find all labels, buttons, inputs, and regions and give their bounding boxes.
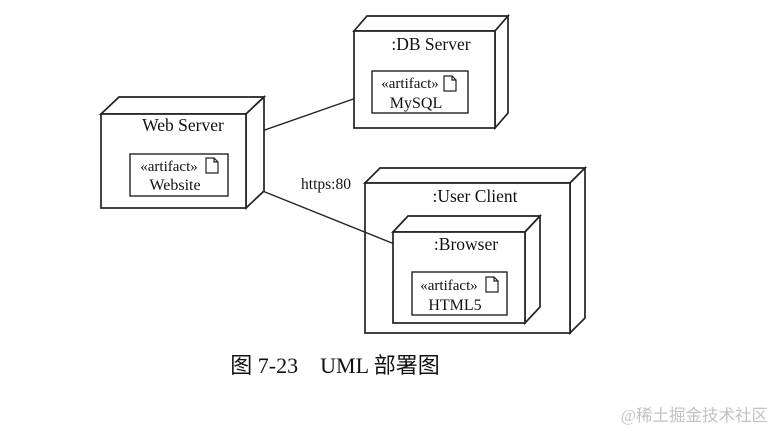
document-icon bbox=[205, 157, 219, 174]
artifact-mysql: «artifact» MySQL bbox=[371, 70, 469, 114]
node-label-web-server: Web Server bbox=[142, 115, 224, 135]
node-label-db-server: :DB Server bbox=[391, 34, 470, 54]
node-top-face bbox=[391, 215, 542, 233]
node-top-face bbox=[362, 167, 588, 184]
artifact-name: Website bbox=[149, 177, 200, 194]
document-icon bbox=[485, 276, 499, 293]
figure-caption: 图 7-23 UML 部署图 bbox=[230, 353, 439, 378]
node-label-user-client: :User Client bbox=[432, 186, 517, 206]
node-top-face bbox=[352, 15, 510, 32]
node-label-browser: :Browser bbox=[434, 234, 498, 254]
document-icon bbox=[443, 75, 457, 92]
watermark: @稀土掘金技术社区 bbox=[621, 406, 768, 425]
node-db-server: :DB Server «artifact» MySQL bbox=[352, 13, 510, 131]
artifact-name: MySQL bbox=[390, 95, 442, 112]
node-browser: :Browser «artifact» HTML5 bbox=[391, 213, 542, 326]
node-right-face bbox=[494, 13, 509, 131]
node-right-face bbox=[245, 95, 265, 210]
artifact-website: «artifact» Website bbox=[129, 153, 229, 197]
artifact-stereotype: «artifact» bbox=[420, 278, 477, 294]
artifact-html5: «artifact» HTML5 bbox=[411, 271, 508, 316]
edge-web-server-to-browser bbox=[259, 189, 398, 246]
edge-label-https-80: https:80 bbox=[301, 176, 351, 193]
artifact-stereotype: «artifact» bbox=[140, 159, 197, 175]
artifact-stereotype: «artifact» bbox=[381, 76, 438, 92]
artifact-name: HTML5 bbox=[428, 297, 481, 314]
node-right-face bbox=[524, 213, 541, 326]
node-top-face bbox=[98, 96, 267, 115]
node-right-face bbox=[569, 165, 586, 336]
edge-web-server-to-db-server bbox=[258, 96, 360, 133]
node-web-server: Web Server «artifact» Website bbox=[98, 95, 267, 210]
